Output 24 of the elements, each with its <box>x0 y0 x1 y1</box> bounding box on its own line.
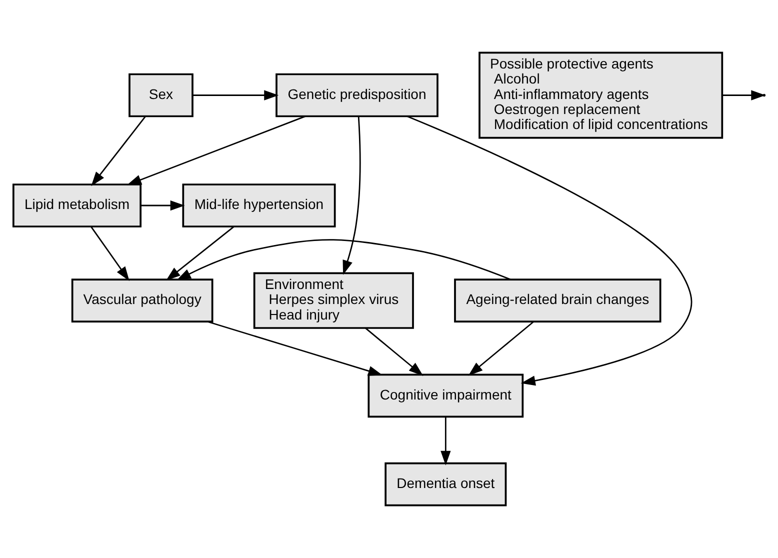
node-box: Vascular pathology <box>71 278 214 323</box>
arrow <box>722 90 766 100</box>
arrow <box>126 116 306 186</box>
arrow <box>176 239 511 280</box>
node-box: Sex <box>128 73 194 118</box>
arrow <box>365 328 424 376</box>
node-box: Mid-life hypertension <box>182 184 336 228</box>
arrow <box>140 200 185 211</box>
node-box: Possible protective agents Alcohol Anti-inflammatory agents Oestrogen replacement Modification of lipid concentrations <box>478 52 724 139</box>
node-box: Cognitive impairment <box>368 374 524 418</box>
node-box: Dementia onset <box>384 462 507 506</box>
arrow <box>207 320 383 376</box>
arrow <box>192 90 279 100</box>
arrow <box>166 226 234 281</box>
arrow <box>90 226 130 282</box>
arrow <box>407 116 692 386</box>
node-box: Ageing-related brain changes <box>454 278 662 323</box>
node-box: Environment Herpes simplex virus Head injury <box>253 272 414 329</box>
arrow <box>440 416 451 466</box>
arrow <box>91 116 146 186</box>
node-box: Lipid metabolism <box>12 184 142 228</box>
arrow <box>342 116 361 275</box>
arrow <box>468 321 534 376</box>
node-box: Genetic predisposition <box>276 73 438 118</box>
